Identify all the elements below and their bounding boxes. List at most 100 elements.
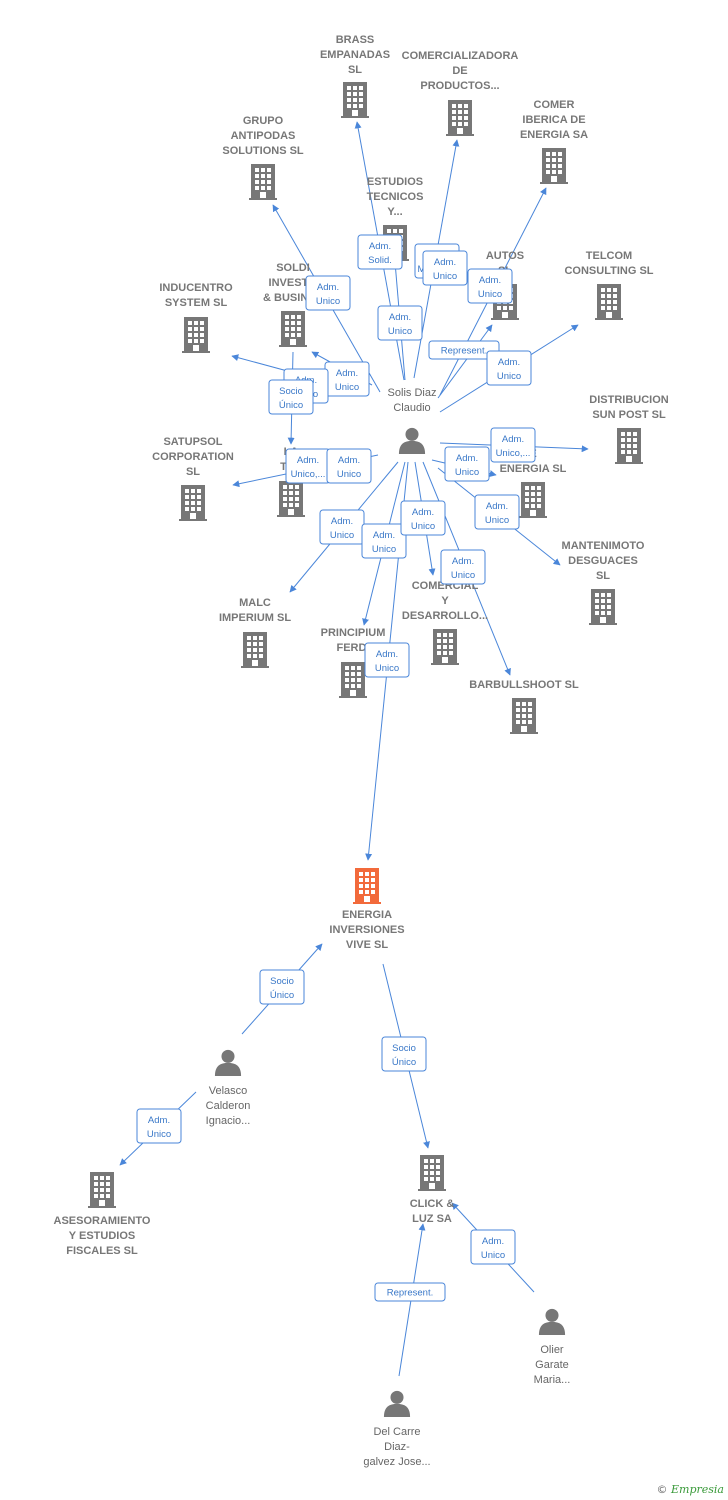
badge-text-line: Unico <box>481 1250 505 1261</box>
relation-badge-b-main[interactable]: Adm.Unico <box>364 642 410 678</box>
relation-badge-b-comercializadora2[interactable]: Adm.Unico <box>422 250 468 286</box>
building-icon <box>595 284 623 320</box>
badge-text-line: Unico,... <box>496 448 531 459</box>
company-click-luz-label-line: CLICK & <box>410 1198 455 1210</box>
badge-text-line: Adm. <box>456 453 478 464</box>
building-icon <box>241 632 269 668</box>
badge-text-line: Represent. <box>441 346 487 357</box>
person-olier-label-line: Maria... <box>534 1374 571 1386</box>
company-asesoramiento-label-line: FISCALES SL <box>66 1245 138 1257</box>
badge-box <box>470 1229 516 1265</box>
relation-badge-b-energia[interactable]: Adm. Unico <box>444 446 490 482</box>
badge-text-line: Adm. <box>482 1236 504 1247</box>
badge-box <box>259 969 305 1005</box>
person-del-carre-label-line: Diaz- <box>384 1441 410 1453</box>
relation-badge-b-autos[interactable]: Represent. <box>428 340 500 360</box>
relation-badge-b-satupsol[interactable]: Adm.Unico,... <box>285 448 331 484</box>
relation-badge-b-estudios[interactable]: Adm.Unico <box>377 305 423 341</box>
company-comercializadora-label-line: PRODUCTOS... <box>420 80 499 92</box>
person-icon <box>538 1308 566 1335</box>
relation-badge-b-velasco-ases[interactable]: Adm.Unico <box>136 1108 182 1144</box>
company-node-click-luz[interactable]: CLICK &LUZ SA <box>410 1155 455 1225</box>
badge-box <box>136 1108 182 1144</box>
person-node-velasco[interactable]: VelascoCalderonIgnacio... <box>206 1049 251 1127</box>
badge-box <box>268 379 314 415</box>
badge-box <box>357 234 403 270</box>
company-node-comercial[interactable]: COMERCIALYDESARROLLO... <box>402 580 488 665</box>
building-icon <box>279 311 307 347</box>
company-node-barbullshoot[interactable]: BARBULLSHOOT SL <box>469 679 579 734</box>
badge-text-line: Adm. <box>373 530 395 541</box>
badge-box <box>374 1282 446 1302</box>
badge-text-line: Adm. <box>389 312 411 323</box>
company-barbullshoot-label-line: BARBULLSHOOT SL <box>469 679 579 691</box>
relation-badge-b-latah[interactable]: Adm.Unico <box>326 448 372 484</box>
relation-badge-b-brass[interactable]: Adm.Solid. <box>357 234 403 270</box>
company-node-estudios-tecnicos[interactable]: ESTUDIOSTECNICOSY... <box>367 176 424 261</box>
badge-text-line: Unico <box>455 467 479 478</box>
relation-badge-b-barbull[interactable]: Adm.Unico <box>440 549 486 585</box>
badge-text-line: Adm. <box>369 241 391 252</box>
person-olier-label-line: Garate <box>535 1359 569 1371</box>
edges-layer <box>119 121 589 1377</box>
relation-badge-b-inducentro[interactable]: Adm.Unico <box>324 361 370 397</box>
relation-badge-b-comercial[interactable]: Adm.Unico <box>400 500 446 536</box>
company-comer-iberica-label-line: COMER <box>534 99 575 111</box>
badge-text-line: Adm. <box>148 1115 170 1126</box>
company-asesoramiento-label-line: ASESORAMIENTO <box>54 1215 151 1227</box>
badge-box <box>381 1036 427 1072</box>
person-node-olier[interactable]: OlierGarateMaria... <box>534 1308 571 1386</box>
badge-text-line: Socio <box>392 1043 416 1054</box>
relation-badge-b-telcom[interactable]: Adm.Unico <box>486 350 532 386</box>
relation-badge-b-distribucion[interactable]: Adm.Unico,... <box>490 427 536 463</box>
relation-badge-b-grupo[interactable]: Adm.Unico <box>305 275 351 311</box>
badge-box <box>305 275 351 311</box>
badge-text-line: Socio <box>270 976 294 987</box>
badge-text-line: Único <box>392 1057 416 1068</box>
building-icon <box>510 698 538 734</box>
company-comercializadora-label-line: COMERCIALIZADORA <box>402 50 519 62</box>
center-person-label-line: Claudio <box>393 402 430 414</box>
relation-badge-b-comer[interactable]: Adm.Unico <box>467 268 513 304</box>
badge-text-line: Adm. <box>376 649 398 660</box>
company-brass-label-line: BRASS <box>336 34 375 46</box>
company-telcom-label-line: CONSULTING SL <box>564 265 653 277</box>
company-mantenimoto-label-line: DESGUACES <box>568 555 638 567</box>
badge-text-line: Unico,... <box>291 469 326 480</box>
badge-text-line: Adm. <box>498 357 520 368</box>
relation-badge-b-malc[interactable]: Adm.Unico <box>319 509 365 545</box>
relation-badge-b-principium[interactable]: Adm.Unico <box>361 523 407 559</box>
company-distribucion-label-line: SUN POST SL <box>592 409 666 421</box>
building-icon <box>88 1172 116 1208</box>
badge-box <box>467 268 513 304</box>
relation-badge-b-olier[interactable]: Adm. Unico <box>470 1229 516 1265</box>
company-estudios-tecnicos-label-line: ESTUDIOS <box>367 176 423 188</box>
person-velasco-label-line: Ignacio... <box>206 1115 251 1127</box>
relation-badge-b-mantenimoto[interactable]: Adm.Unico <box>474 494 520 530</box>
badge-text-line: Adm. <box>452 556 474 567</box>
relation-badge-b-delcarre[interactable]: Represent. <box>374 1282 446 1302</box>
badge-text-line: Único <box>270 990 294 1001</box>
badge-text-line: Adm. <box>338 455 360 466</box>
company-node-comercializadora[interactable]: COMERCIALIZADORADEPRODUCTOS... <box>402 50 519 136</box>
footer-brand[interactable]: © Empresia <box>657 1483 725 1496</box>
badge-text-line: Adm. <box>331 516 353 527</box>
